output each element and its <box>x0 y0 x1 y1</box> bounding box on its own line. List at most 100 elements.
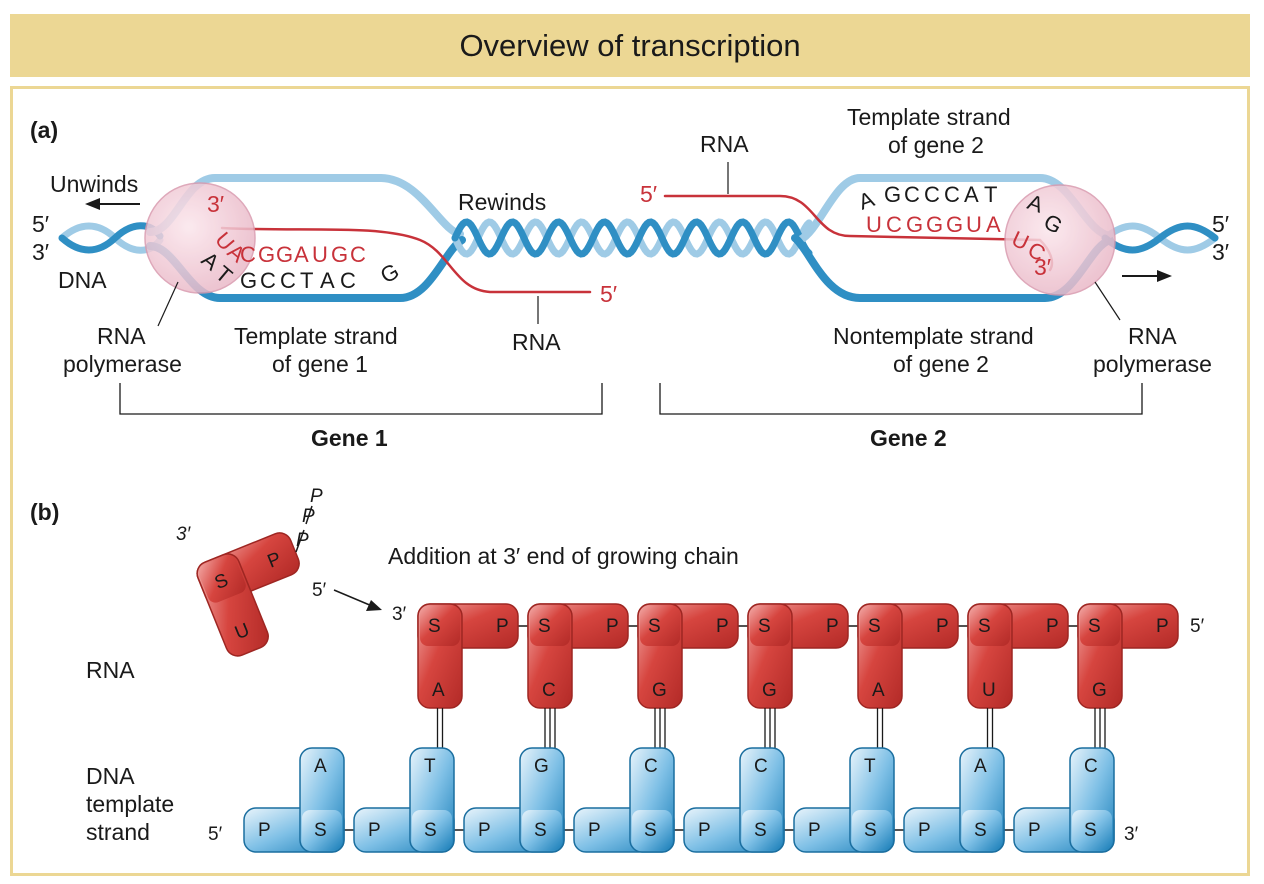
dna-base: C <box>1084 756 1098 777</box>
rna-nucleotide: G <box>276 242 294 267</box>
right-5prime: 5′ <box>1212 211 1229 237</box>
dna-sugar: S <box>754 820 767 841</box>
rna-nucleotide: A <box>986 212 1002 237</box>
rna-phosphate: P <box>496 616 509 637</box>
rna-nucleotide: G <box>906 212 924 237</box>
rna-phosphate: P <box>826 616 839 637</box>
rna-sugar: S <box>978 616 991 637</box>
left-3prime: 3′ <box>32 239 49 265</box>
dna-phosphate: P <box>1028 820 1041 841</box>
leader-lines <box>157 162 1121 327</box>
rna-nucleotide-block <box>1077 603 1179 709</box>
direction-arrow-right <box>1122 270 1172 282</box>
template-gene2-label-l1: Template strand <box>847 104 1011 130</box>
incoming-nucleotide: S P U 3′ 5′ P P P <box>176 486 382 657</box>
dna-nucleotide: G <box>376 258 404 289</box>
dna-sugar: S <box>644 820 657 841</box>
rna-polymerase-2-label-l2: polymerase <box>1093 351 1212 377</box>
dna-sugar: S <box>314 820 327 841</box>
rna-polymerase-1-label-l1: RNA <box>97 323 146 349</box>
gene1-rna-label: RNA <box>512 329 561 355</box>
phosphate-chain-2: P <box>302 506 315 527</box>
rna-base: G <box>762 680 777 701</box>
panel-a-label: (a) <box>30 117 58 143</box>
rna-phosphate: P <box>716 616 729 637</box>
rna-chain-3prime: 3′ <box>392 604 407 625</box>
rna-nucleotide-block <box>857 603 959 709</box>
dna-base: T <box>864 756 876 777</box>
page-title: Overview of transcription <box>459 27 801 63</box>
rna-phosphate: P <box>1156 616 1169 637</box>
rna-base: G <box>1092 680 1107 701</box>
dna-chain-5prime: 5′ <box>208 824 223 845</box>
gene-brackets <box>119 383 1143 415</box>
right-helix <box>1101 222 1219 254</box>
rna-base: A <box>432 680 445 701</box>
rna-base: G <box>652 680 667 701</box>
rna-nucleotide: U <box>866 212 883 237</box>
dna-nucleotide-block <box>353 747 455 853</box>
dna-phosphate: P <box>258 820 271 841</box>
dna-nucleotide: C <box>944 182 961 207</box>
rna-chain-5prime: 5′ <box>1190 616 1205 637</box>
rna-nucleotide-block <box>527 603 629 709</box>
dna-nucleotide: A <box>320 268 336 293</box>
rna-nucleotide: U <box>966 212 983 237</box>
panel-b-label: (b) <box>30 499 59 525</box>
rna-phosphate: P <box>1046 616 1059 637</box>
gene1-rna-5prime: 5′ <box>600 281 617 307</box>
rna-nucleotide: C <box>240 242 257 267</box>
helix-strand-light <box>451 218 813 258</box>
rna-sugar: S <box>758 616 771 637</box>
dna-nucleotide: G <box>884 182 902 207</box>
rna-sugar: S <box>868 616 881 637</box>
rna-nucleotide-block <box>417 603 519 709</box>
dna-base: C <box>644 756 658 777</box>
dna-nucleotide-block <box>793 747 895 853</box>
dna-nucleotide-block <box>683 747 785 853</box>
dna-label-b-l3: strand <box>86 819 150 845</box>
title-bar: Overview of transcription <box>10 14 1250 77</box>
rna-nucleotide: C <box>886 212 903 237</box>
nontemplate-gene2-label-l2: of gene 2 <box>893 351 989 377</box>
dna-base: T <box>424 756 436 777</box>
rna-polymerase-2 <box>1004 184 1116 296</box>
template-gene1-label-l2: of gene 1 <box>272 351 368 377</box>
rna-phosphate: P <box>936 616 949 637</box>
gene2-rna-label: RNA <box>700 131 749 157</box>
dna-nucleotide: C <box>280 268 297 293</box>
dna-nucleotide: A <box>855 186 878 215</box>
base-pair-bonds <box>436 708 1106 752</box>
dna-label: DNA <box>58 267 107 293</box>
rna-sugar: S <box>428 616 441 637</box>
dna-nucleotide: T <box>984 182 998 207</box>
center-helix <box>451 218 813 258</box>
dna-base: A <box>974 756 987 777</box>
dna-sugar: S <box>864 820 877 841</box>
template-gene2-label-l2: of gene 2 <box>888 132 984 158</box>
rna-nucleotide: A <box>294 242 310 267</box>
nontemplate-gene2-label-l1: Nontemplate strand <box>833 323 1034 349</box>
dna-chain-3prime: 3′ <box>1124 824 1139 845</box>
unwinds-label: Unwinds <box>50 171 138 197</box>
rna-nucleotide: G <box>258 242 276 267</box>
dna-nucleotide-block <box>1013 747 1115 853</box>
helix-strand-dark <box>451 218 813 258</box>
incoming-5prime: 5′ <box>312 580 327 601</box>
dna-nucleotide: T <box>300 268 314 293</box>
dna-phosphate: P <box>368 820 381 841</box>
dna-phosphate: P <box>588 820 601 841</box>
gene2-rna-3prime: 3′ <box>1034 254 1051 280</box>
dna-phosphate: P <box>698 820 711 841</box>
unwinds-arrow <box>85 198 140 210</box>
dna-base: A <box>314 756 327 777</box>
rewinds-label: Rewinds <box>458 189 546 215</box>
dna-phosphate: P <box>808 820 821 841</box>
dna-label-b-l1: DNA <box>86 763 135 789</box>
dna-phosphate: P <box>478 820 491 841</box>
